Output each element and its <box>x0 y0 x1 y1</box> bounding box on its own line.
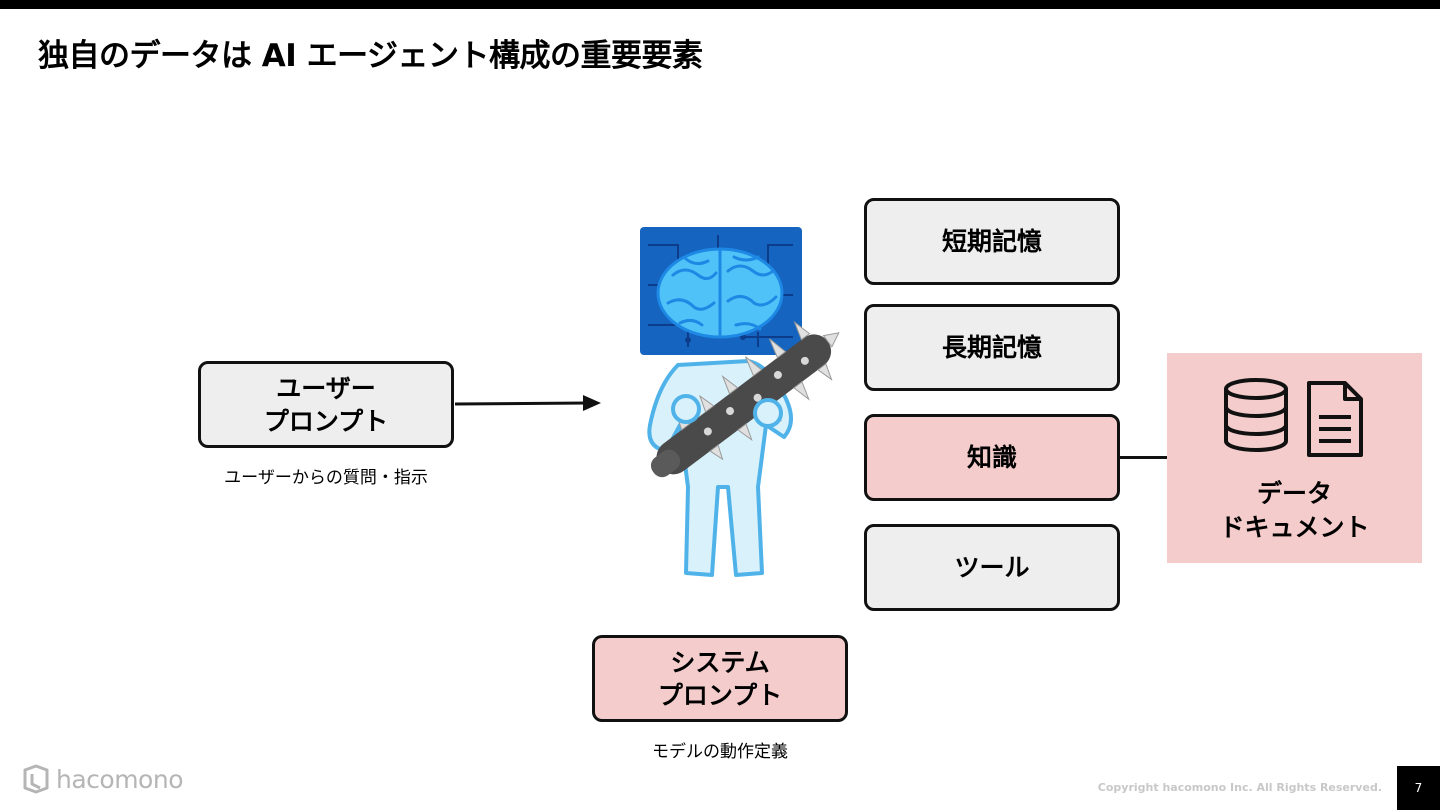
data-document-panel: データ ドキュメント <box>1167 353 1422 563</box>
user-prompt-box: ユーザー プロンプト <box>198 361 454 448</box>
component-long-term-memory: 長期記憶 <box>864 304 1120 391</box>
knowledge-connector-line <box>1120 456 1168 459</box>
top-bar <box>0 0 1440 9</box>
system-prompt-caption: モデルの動作定義 <box>652 742 788 762</box>
user-prompt-label: ユーザー プロンプト <box>263 373 389 436</box>
page-number: 7 <box>1397 766 1440 810</box>
system-prompt-label: システム プロンプト <box>657 647 783 710</box>
component-label: ツール <box>954 553 1030 582</box>
hacomono-logo-icon <box>23 764 49 794</box>
hacomono-logo: hacomono <box>22 764 184 794</box>
component-tools: ツール <box>864 524 1120 611</box>
system-prompt-box: システム プロンプト <box>592 635 848 722</box>
component-label: 長期記憶 <box>941 333 1042 362</box>
component-label: 短期記憶 <box>941 227 1042 256</box>
logo-text: hacomono <box>56 764 184 794</box>
user-prompt-caption: ユーザーからの質問・指示 <box>224 468 428 488</box>
slide-title: 独自のデータは AI エージェント構成の重要要素 <box>38 38 703 74</box>
ai-agent-robot-icon <box>640 227 840 577</box>
document-icon <box>1307 381 1363 457</box>
component-knowledge: 知識 <box>864 414 1120 501</box>
copyright-text: Copyright hacomono Inc. All Rights Reser… <box>1097 781 1382 794</box>
database-icon <box>1224 378 1288 452</box>
data-document-label: データ ドキュメント <box>1219 479 1370 542</box>
component-short-term-memory: 短期記憶 <box>864 198 1120 285</box>
component-label: 知識 <box>966 443 1017 472</box>
